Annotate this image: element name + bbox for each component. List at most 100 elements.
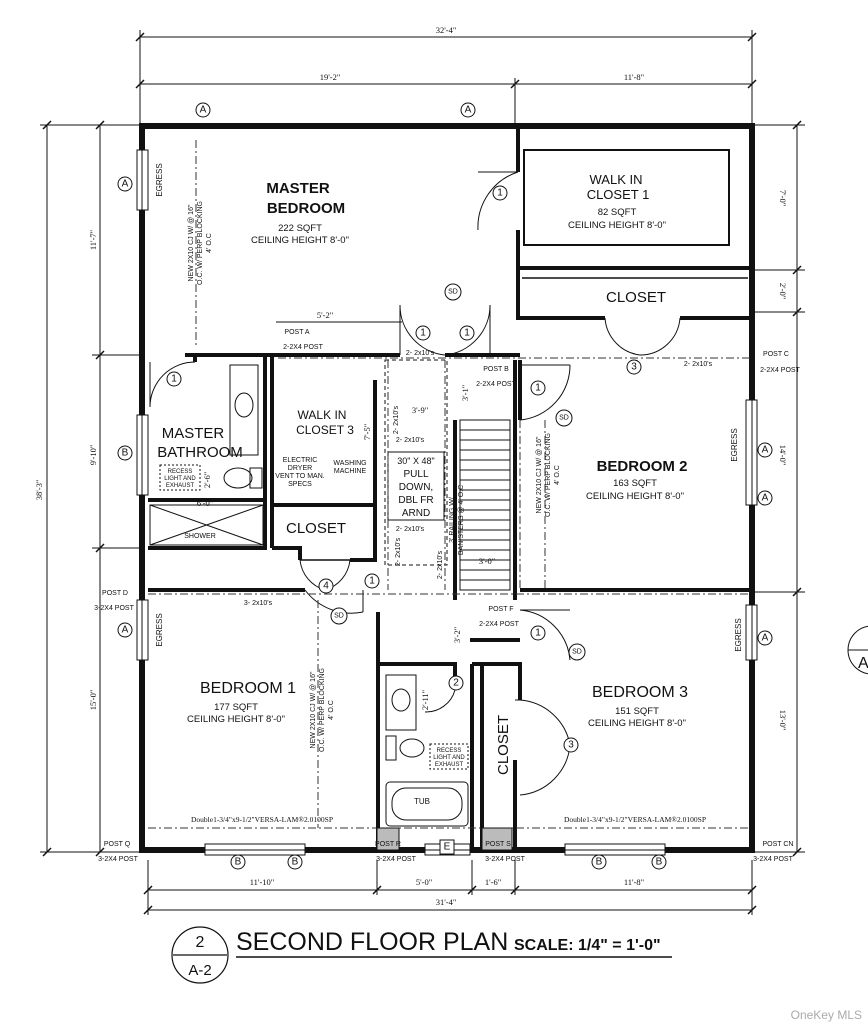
room-name-wic3-line1: WALK IN <box>298 408 347 422</box>
tag-a-3: A <box>122 179 129 190</box>
washer-note-1: WASHING <box>333 460 366 467</box>
room-area-wic1: 82 SQFT <box>598 207 637 218</box>
egress-4: EGRESS <box>734 618 743 651</box>
drawing-scale: SCALE: 1/4" = 1'-0" <box>514 937 661 954</box>
dim-top-left: 19'-2" <box>320 72 341 82</box>
door-tag-3b: 3 <box>568 740 574 751</box>
joist-note-3a: NEW 2X10 CJ W/ @ 16" <box>310 671 317 748</box>
post-b-spec: 2-2X4 POST <box>476 381 516 388</box>
post-r-label: POST R <box>375 841 401 848</box>
exhaust-1c: EXHAUST <box>166 483 195 489</box>
room-area-bedroom-2: 163 SQFT <box>613 478 657 489</box>
post-q-spec: 3-2X4 POST <box>98 856 138 863</box>
dim-left-upper: 11'-7" <box>88 230 98 250</box>
dim-bottom-3: 1'-6" <box>485 877 501 887</box>
door-tag-1g: 1 <box>535 628 541 639</box>
dim-right-3: 14'-0" <box>778 445 788 466</box>
interior-walls <box>148 128 750 850</box>
stair-treads <box>459 419 511 591</box>
door-swings <box>149 171 681 796</box>
room-name-bedroom-3: BEDROOM 3 <box>592 684 688 701</box>
post-q-label: POST Q <box>104 841 131 848</box>
dim-overall-top: 32'-4" <box>436 25 457 35</box>
tag-a-5: A <box>762 445 769 456</box>
room-name-master-line1: MASTER <box>266 180 330 197</box>
attic-note-5: ARND <box>402 508 430 519</box>
tag-texts: A A A B A A A A B B B B E SD SD SD SD 1 … <box>122 105 769 868</box>
room-name-bedroom-2: BEDROOM 2 <box>597 458 688 475</box>
post-f-spec: 2-2X4 POST <box>479 621 519 628</box>
tag-a-7: A <box>762 633 769 644</box>
dim-hall-4: 7'-5" <box>362 424 372 440</box>
beam-note-d: 2- 2x10's <box>396 526 425 533</box>
exhaust-2a: RECESS <box>437 748 462 754</box>
drawing-title: SECOND FLOOR PLAN <box>236 928 508 956</box>
dim-bath-1: 2'-6" <box>202 472 212 488</box>
tag-b-4: B <box>596 857 603 868</box>
title-block: 2 A-2 SECOND FLOOR PLAN SCALE: 1/4" = 1'… <box>171 926 672 984</box>
door-tag-1a: 1 <box>497 188 503 199</box>
dim-hall-1: 5'-2" <box>317 310 333 320</box>
door-tag-1f: 1 <box>369 576 375 587</box>
room-name-wic1-line1: WALK IN <box>590 172 643 187</box>
tag-a-6: A <box>762 493 769 504</box>
smoke-detector-2: SD <box>559 415 569 422</box>
exhaust-2c: EXHAUST <box>435 762 464 768</box>
tag-b-2: B <box>235 857 242 868</box>
tag-b-5: B <box>656 857 663 868</box>
exhaust-note-bath2: RECESS LIGHT AND EXHAUST <box>433 748 465 768</box>
post-cn-label: POST CN <box>763 841 794 848</box>
dim-hall-6: 2'-11" <box>420 690 430 710</box>
tag-b-1: B <box>122 448 129 459</box>
attic-note-1: 30" X 48" <box>397 456 434 466</box>
posts-hatch <box>376 827 513 851</box>
tag-a-2: A <box>465 105 472 116</box>
dryer-note-1: ELECTRIC <box>283 457 318 464</box>
post-c-spec: 2-2X4 POST <box>760 367 800 374</box>
beam-note-left: Double1-3/4"x9-1/2"VERSA-LAM®2.0100SP <box>191 815 333 824</box>
joist-note-3b: O.C. W/ PERP BLOCKING <box>319 668 326 752</box>
tub-label: TUB <box>414 797 430 806</box>
post-cn-spec: 3-2X4 POST <box>753 856 793 863</box>
door-tag-1c: 1 <box>464 328 470 339</box>
room-bedroom-3: BEDROOM 3 151 SQFT CEILING HEIGHT 8'-0" <box>588 684 688 729</box>
post-a-label: POST A <box>284 329 309 336</box>
dim-right-1: 7'-0" <box>778 190 788 206</box>
attic-note-3: DOWN, <box>399 482 433 493</box>
beam-lines <box>148 140 750 829</box>
room-name-closet-vertical: CLOSET <box>495 715 512 775</box>
post-f-label: POST F <box>488 606 513 613</box>
door-tag-1e: 1 <box>171 374 177 385</box>
dim-left-lower: 15'-0" <box>88 690 98 711</box>
door-tag-4: 4 <box>323 581 329 592</box>
dimension-ticks <box>42 32 802 915</box>
post-a-spec: 2-2X4 POST <box>283 344 323 351</box>
room-name-wic1-line2: CLOSET 1 <box>587 187 650 202</box>
joist-note-1c: 4' O.C <box>206 233 213 253</box>
washer-note-2: MACHINE <box>334 468 367 475</box>
dim-stair-width: 3'-0" <box>479 556 495 566</box>
exhaust-2b: LIGHT AND <box>433 755 465 761</box>
room-name-bath-line2: BATHROOM <box>157 444 243 461</box>
room-walk-in-closet-1: WALK IN CLOSET 1 82 SQFT CEILING HEIGHT … <box>568 172 666 231</box>
room-name-bath-line1: MASTER <box>162 425 225 442</box>
post-s-spec: 3-2X4 POST <box>485 856 525 863</box>
room-bedroom-2: BEDROOM 2 163 SQFT CEILING HEIGHT 8'-0" <box>586 458 687 502</box>
tags <box>117 102 773 870</box>
post-labels: POST A 2-2X4 POST POST B 2-2X4 POST POST… <box>94 329 800 863</box>
room-name-bedroom-1: BEDROOM 1 <box>200 680 296 697</box>
railing-note-2: BANISTERS @ 4' O.C <box>458 485 465 555</box>
exhaust-1b: LIGHT AND <box>164 476 196 482</box>
door-tag-2: 2 <box>453 678 459 689</box>
dim-right-2: 2'-0" <box>778 283 788 299</box>
dim-left-middle: 9'-10" <box>88 445 98 466</box>
door-tag-1d: 1 <box>535 383 541 394</box>
egress-labels: EGRESS EGRESS EGRESS EGRESS <box>155 163 743 651</box>
attic-note-2: PULL <box>403 469 428 480</box>
room-name-closet-mid: CLOSET <box>286 520 346 537</box>
section-tag-letter: A <box>858 655 868 672</box>
smoke-detector-1: SD <box>448 289 458 296</box>
attic-note-4: DBL FR <box>398 495 433 506</box>
joist-note-master: NEW 2X10 CJ W/ @ 16" O.C. W/ PERP BLOCKI… <box>188 201 213 285</box>
